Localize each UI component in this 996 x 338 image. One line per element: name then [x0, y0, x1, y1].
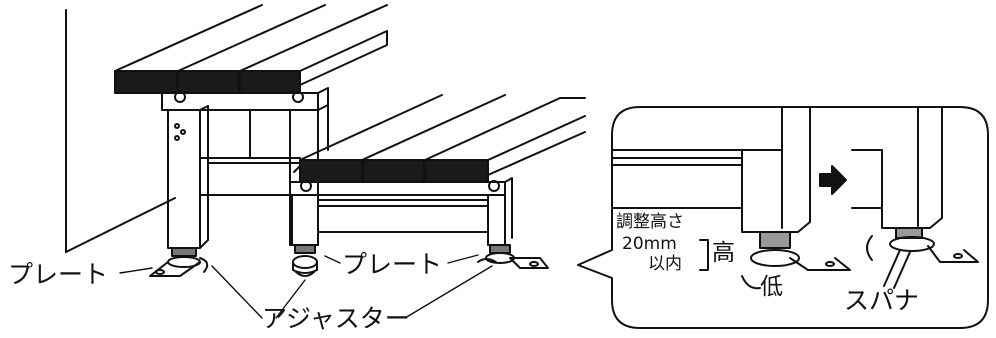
label-low: 低	[760, 274, 783, 300]
wall	[65, 9, 176, 253]
label-high: 高	[712, 240, 735, 266]
label-within: 以内	[648, 254, 682, 274]
label-adjuster: アジャスター	[262, 304, 410, 333]
leader-lines	[119, 254, 493, 319]
label-adjust-height: 調整高さ	[616, 212, 684, 232]
lower-frame	[289, 177, 513, 246]
label-spanner: スパナ	[844, 286, 920, 315]
lower-step-boards	[293, 94, 586, 183]
detail-callout	[577, 106, 989, 329]
upper-step-boards	[114, 4, 388, 94]
label-20mm: 20mm	[622, 234, 677, 254]
rotation-arrows	[199, 257, 497, 277]
adjusters	[149, 244, 549, 277]
progress-arrow-icon	[819, 165, 847, 195]
label-plate-center: プレート	[342, 250, 443, 279]
label-plate-left: プレート	[8, 260, 109, 289]
